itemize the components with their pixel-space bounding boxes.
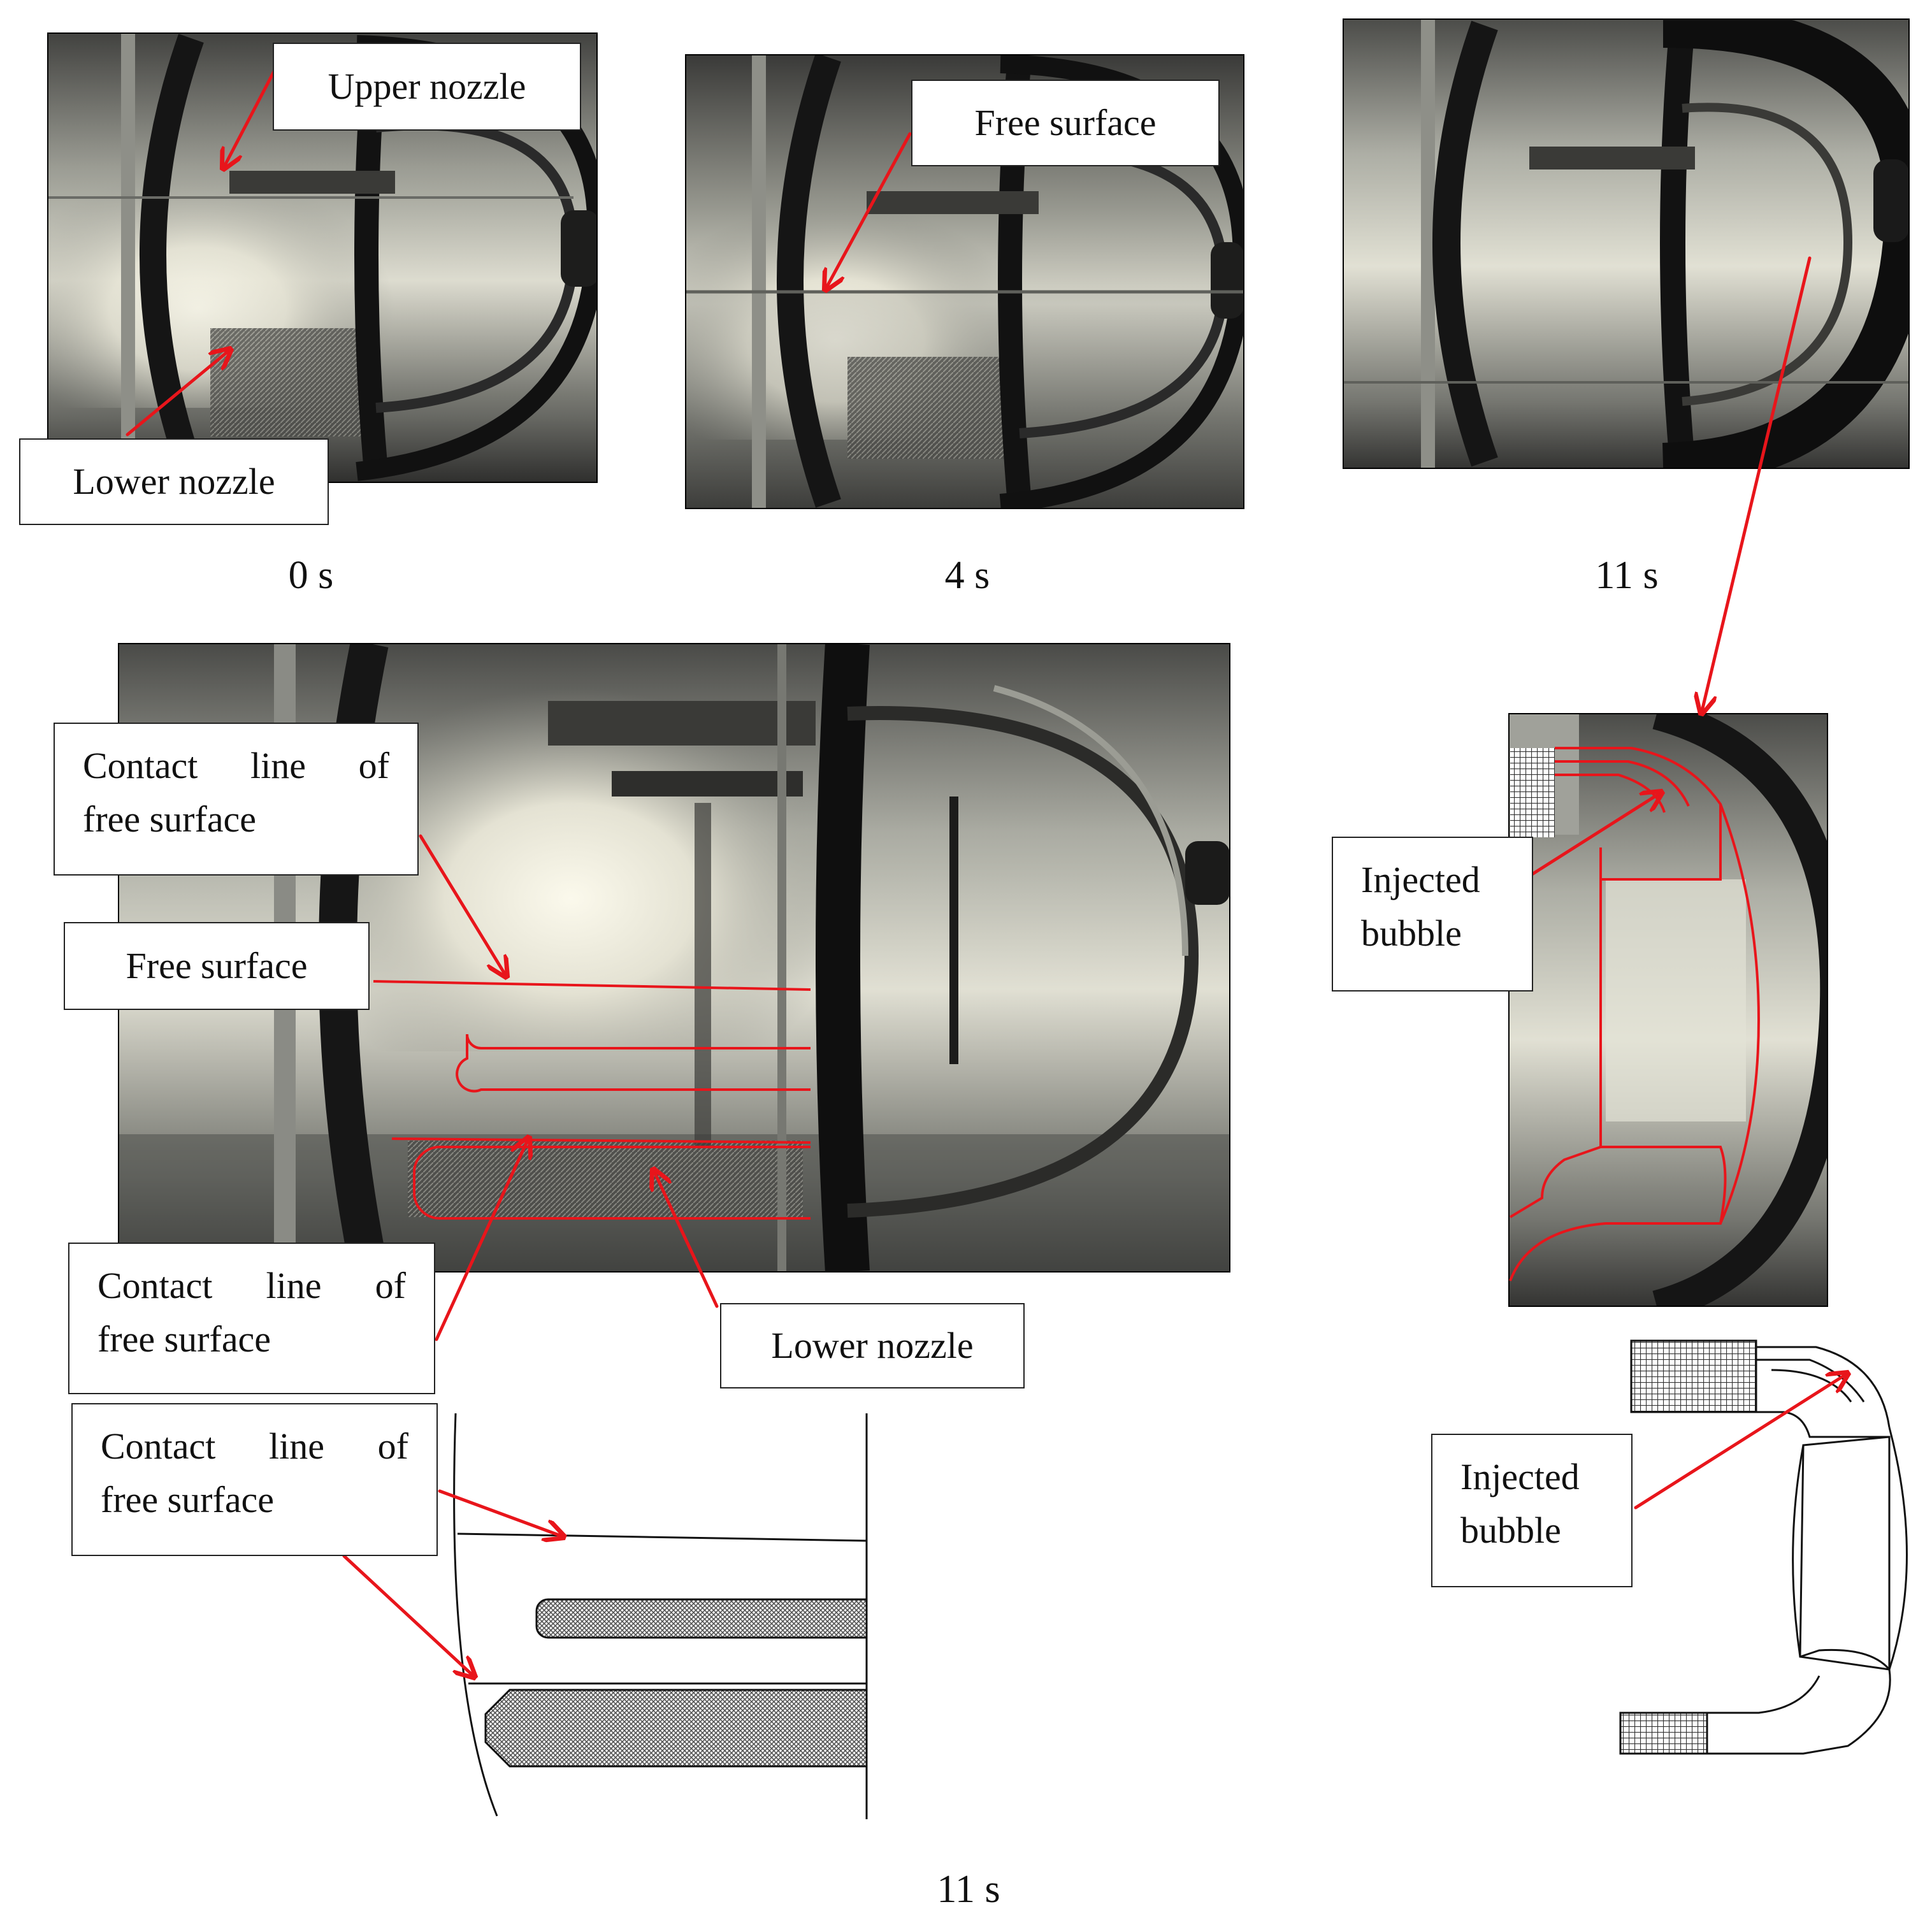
callout-injected-bubble-sketch: Injected bubble [1431,1434,1633,1587]
caption-11s-bottom: 11 s [937,1868,1000,1911]
photo-frame [1343,18,1910,469]
photo-bubble [1509,714,1827,1306]
caption-4s: 4 s [944,554,990,597]
arrow-contact-line-lower [435,1137,529,1341]
sketch-contact-line [453,1413,868,1819]
callout-upper-nozzle-0s: Upper nozzle [273,43,581,131]
callout-free-surface-4s: Free surface [911,80,1220,166]
callout-lower-nozzle-detail: Lower nozzle [720,1303,1025,1388]
annotation-arrows [126,69,1848,1677]
callout-lower-nozzle-0s: Lower nozzle [19,438,329,525]
arrow-free-surface-4s [825,132,912,290]
caption-0s: 0 s [288,554,334,597]
arrow-upper-nozzle-0s [223,69,276,169]
free-surface-outline [373,980,811,1220]
arrow-contact-line-sketch-bottom [342,1554,475,1677]
arrow-to-bubble-zoom [1701,256,1812,714]
callout-free-surface-detail: Free surface [64,922,370,1010]
arrow-injected-bubble-photo [1524,792,1662,880]
photo-frame [685,54,1244,509]
arrow-contact-line-sketch-top [438,1489,564,1537]
arrow-injected-bubble-sketch [1634,1373,1848,1510]
sketch-injected-bubble [1619,1339,1908,1755]
photo-11s [1343,19,1909,468]
photo-4s [686,55,1244,508]
arrow-contact-line-upper [419,834,507,977]
caption-11s-top: 11 s [1595,554,1659,597]
arrow-lower-nozzle-0s [126,349,231,436]
upper-nozzle-grid [1510,748,1555,837]
photo-frame [1508,713,1828,1307]
arrow-lower-nozzle-detail [653,1169,719,1308]
callout-injected-bubble-photo: Injected bubble [1332,837,1533,991]
